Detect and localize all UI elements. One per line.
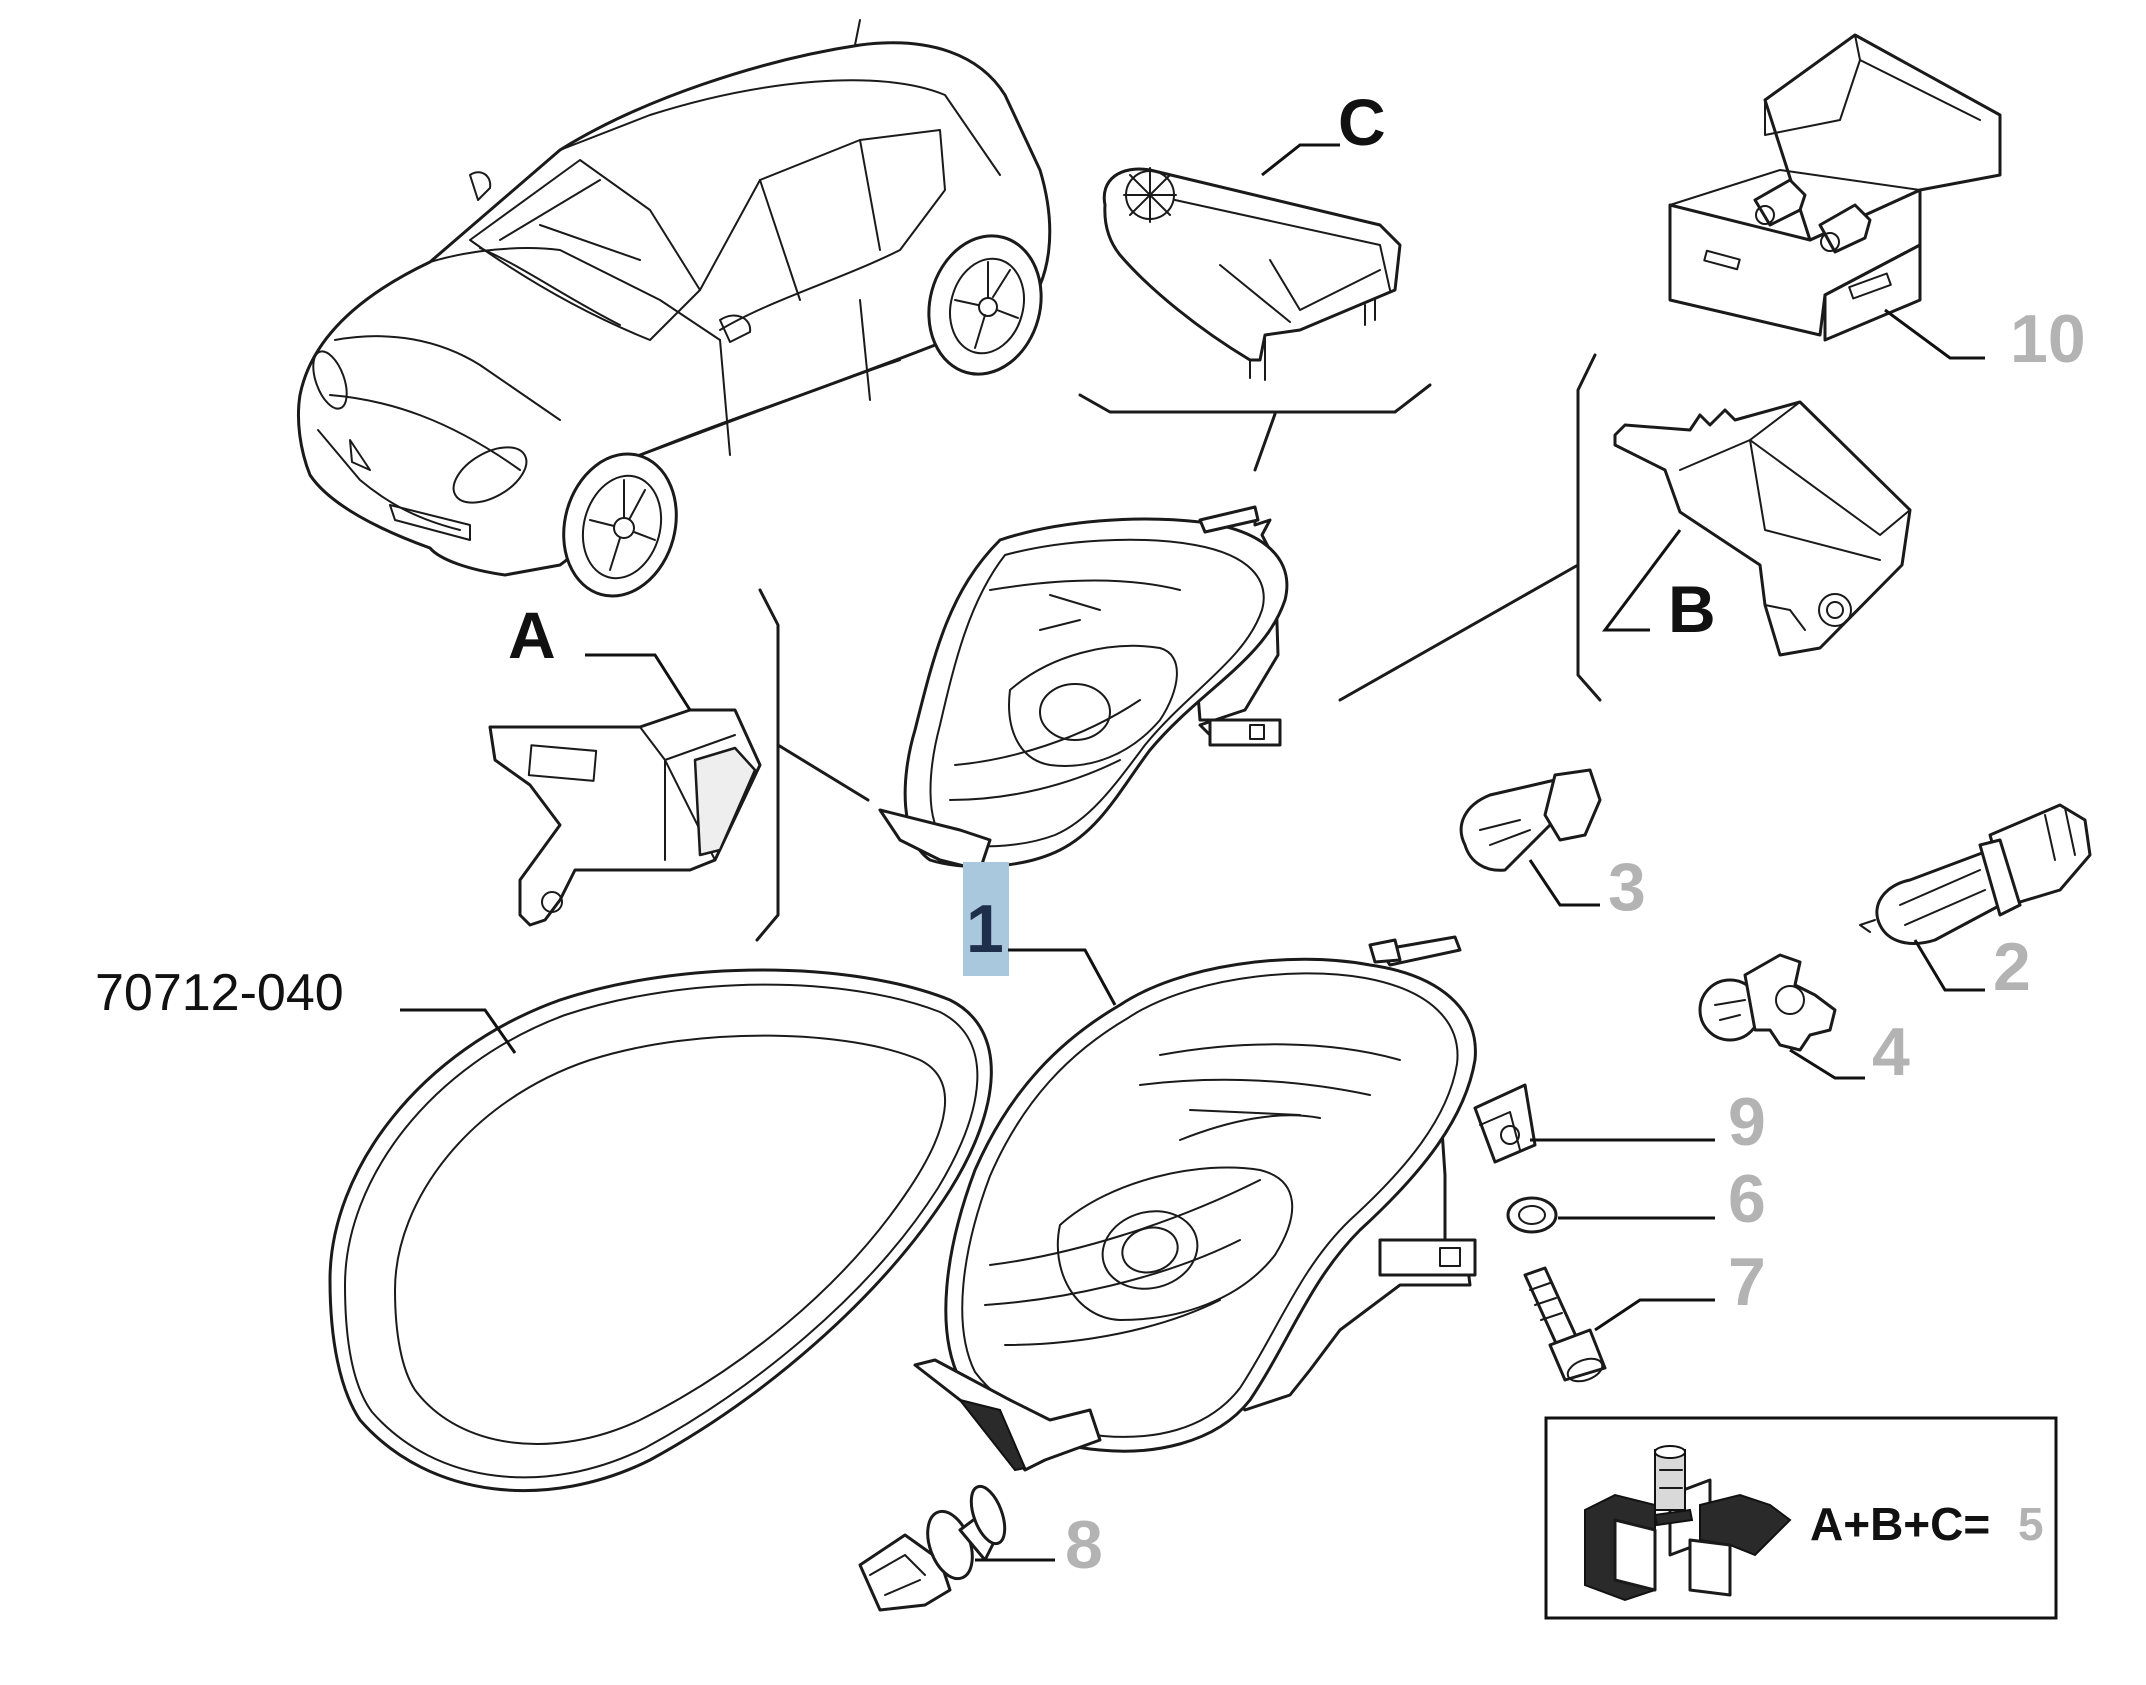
callout-3: 3: [1608, 849, 1646, 925]
leader-c: [1261, 143, 1340, 177]
callout-10: 10: [2010, 301, 2086, 377]
car-illustration: [297, 19, 1052, 598]
leader-7: [1594, 1298, 1715, 1332]
headlamp-main: [913, 935, 1477, 1472]
group-bracket-b: [1576, 353, 1602, 702]
bulb-kit-box: [1668, 33, 2002, 342]
headlamp-seal: [328, 968, 993, 1492]
part-code-label: 70712-040: [95, 964, 344, 1022]
group-bracket-c: [1078, 383, 1432, 414]
kit-result: 5: [2018, 1498, 2044, 1550]
callout-b: B: [1668, 572, 1716, 646]
leader-10: [1884, 308, 1985, 360]
callout-8: 8: [1065, 1507, 1103, 1583]
leader-1: [1008, 948, 1117, 1006]
bulb-w5w: [1459, 768, 1602, 872]
bulb-py21w: [1698, 953, 1837, 1052]
bracket-c: [1102, 167, 1402, 381]
bracket-b: [1613, 400, 1912, 657]
callout-1-group[interactable]: 1: [963, 862, 1009, 976]
callout-4: 4: [1872, 1014, 1910, 1090]
bracket-a: [488, 708, 762, 927]
callout-c: C: [1338, 85, 1386, 159]
kit-formula: A+B+C=: [1810, 1498, 1990, 1550]
callout-1-highlight: [963, 862, 1009, 976]
callout-9: 9: [1728, 1084, 1766, 1160]
leader-a: [585, 653, 692, 711]
kit-icon: [1584, 1445, 1792, 1602]
callout-a: A: [508, 598, 556, 672]
leader-2: [1913, 939, 1985, 992]
group-pointer-b: [1338, 563, 1580, 702]
leader-part-code: [400, 1008, 517, 1054]
leader-4: [1789, 1048, 1865, 1080]
group-bracket-a: [755, 588, 780, 942]
callout-2: 2: [1993, 929, 2031, 1005]
callout-6: 6: [1728, 1161, 1766, 1237]
screw: [1523, 1266, 1607, 1383]
leader-3: [1528, 859, 1600, 907]
group-pointer-c: [1253, 412, 1277, 472]
callout-7: 7: [1728, 1244, 1766, 1320]
leader-b: [1602, 529, 1682, 632]
group-pointer-a: [776, 743, 870, 802]
clip-nut: [1473, 1083, 1537, 1164]
headlamp-upper: [878, 505, 1289, 872]
washer: [1506, 1196, 1558, 1234]
callout-1[interactable]: 1: [966, 891, 1004, 967]
push-clip: [858, 1484, 1007, 1612]
bulb-h7: [1859, 803, 2092, 945]
kit-legend: A+B+C= 5: [1544, 1416, 2058, 1620]
